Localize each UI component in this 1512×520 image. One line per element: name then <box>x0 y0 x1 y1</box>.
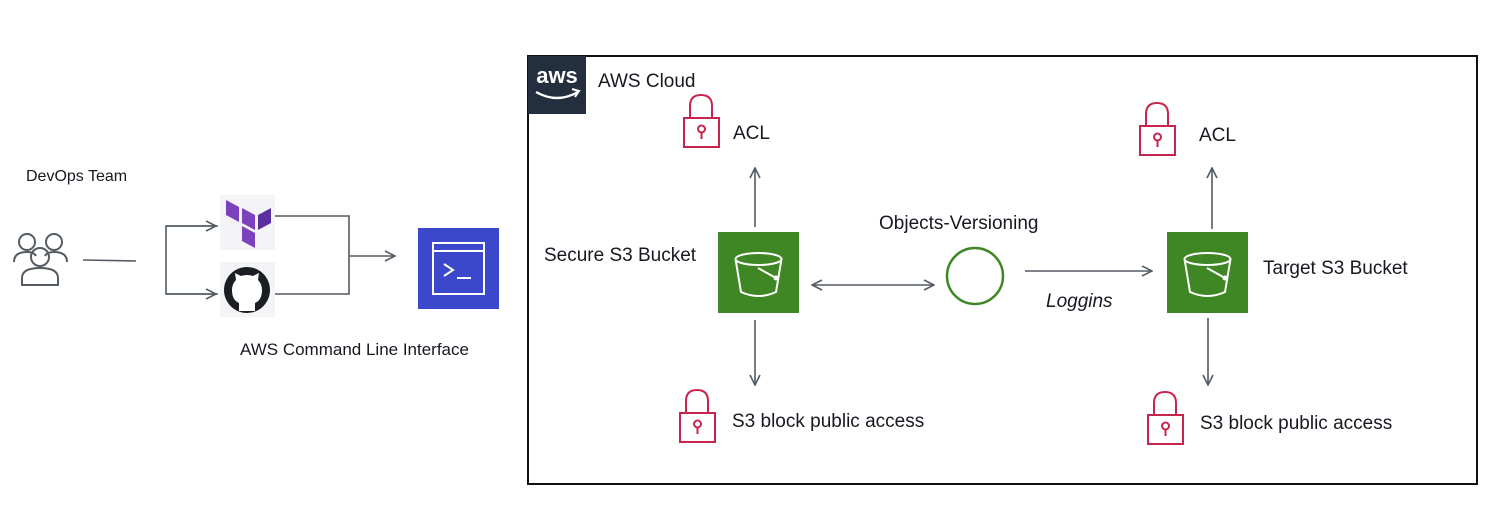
acl-right-label: ACL <box>1199 125 1236 146</box>
cloud-arrows <box>755 168 1212 385</box>
lock-icon <box>1139 101 1176 156</box>
terraform-icon <box>220 195 275 250</box>
svg-text:aws: aws <box>536 63 578 88</box>
versioning-label: Objects-Versioning <box>879 213 1039 234</box>
devops-team-label: DevOps Team <box>26 168 128 185</box>
aws-cli-label: AWS Command Line Interface <box>240 340 469 359</box>
users-icon <box>13 233 68 286</box>
block-left-label: S3 block public access <box>732 411 925 432</box>
target-s3-bucket-icon <box>1167 232 1248 313</box>
lock-icon <box>683 93 720 148</box>
aws-cloud-group <box>527 55 1478 485</box>
aws-cloud-label: AWS Cloud <box>598 71 696 92</box>
lock-icon <box>1147 390 1184 445</box>
lock-icon <box>679 388 716 443</box>
devops-connector <box>82 259 137 262</box>
aws-logo: aws <box>528 56 586 114</box>
secure-bucket-label: Secure S3 Bucket <box>544 245 697 266</box>
block-right-label: S3 block public access <box>1200 413 1393 434</box>
github-icon <box>220 262 275 317</box>
versioning-circle-icon <box>945 246 1005 306</box>
acl-left-label: ACL <box>733 123 770 144</box>
secure-s3-bucket-icon <box>718 232 799 313</box>
target-bucket-label: Target S3 Bucket <box>1263 258 1408 279</box>
tool-connectors <box>165 215 395 294</box>
terminal-icon <box>418 228 499 309</box>
logging-label: Loggins <box>1046 291 1113 312</box>
